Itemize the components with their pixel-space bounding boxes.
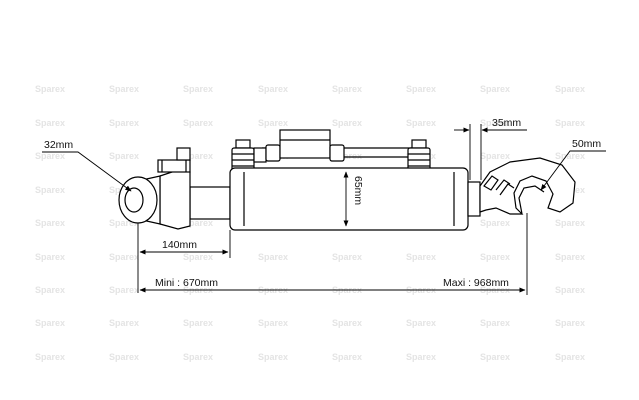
watermark-text: Sparex	[258, 118, 288, 128]
watermark-text: Sparex	[258, 352, 288, 362]
ball-bore-leader	[42, 151, 132, 192]
watermark-text: Sparex	[35, 185, 65, 195]
watermark-text: Sparex	[555, 285, 585, 295]
watermark-text: Sparex	[406, 318, 436, 328]
hook-opening-label: 50mm	[572, 138, 601, 150]
watermark-text: Sparex	[258, 318, 288, 328]
watermark-text: Sparex	[109, 285, 139, 295]
watermark-text: Sparex	[480, 118, 510, 128]
watermark-text: Sparex	[109, 151, 139, 161]
watermark-text: Sparex	[258, 252, 288, 262]
watermark-text: Sparex	[109, 218, 139, 228]
watermark-text: Sparex	[35, 352, 65, 362]
watermark-text: Sparex	[35, 218, 65, 228]
watermark-text: Sparex	[406, 352, 436, 362]
watermark-text: Sparex	[480, 252, 510, 262]
watermark-text: Sparex	[480, 218, 510, 228]
watermark-text: Sparex	[480, 352, 510, 362]
cylinder-drawing	[118, 129, 576, 231]
watermark-text: Sparex	[109, 252, 139, 262]
watermark-text: Sparex	[332, 84, 362, 94]
watermark-text: Sparex	[555, 252, 585, 262]
watermark-text: Sparex	[183, 218, 213, 228]
watermark-text: Sparex	[183, 318, 213, 328]
dimension-labels: 32mm 140mm 65mm 35mm 50mm Mini : 670mm M…	[44, 117, 601, 289]
watermark-text: Sparex	[35, 118, 65, 128]
watermark-text: Sparex	[555, 352, 585, 362]
watermark-text: Sparex	[109, 318, 139, 328]
watermark-text: Sparex	[35, 252, 65, 262]
watermark-text: Sparex	[183, 352, 213, 362]
watermark-text: Sparex	[109, 118, 139, 128]
watermark-text: Sparex	[406, 84, 436, 94]
hook-width-label: 35mm	[492, 117, 521, 129]
watermark-text: Sparex	[258, 84, 288, 94]
automatic-hook	[479, 157, 576, 215]
watermark-text: Sparex	[332, 352, 362, 362]
max-length-label: Maxi : 968mm	[443, 277, 509, 289]
min-length-label: Mini : 670mm	[155, 277, 218, 289]
watermark-text: Sparex	[406, 118, 436, 128]
watermark-text: Sparex	[555, 218, 585, 228]
watermark-text: Sparex	[35, 318, 65, 328]
watermark-text: Sparex	[332, 118, 362, 128]
watermark-text: Sparex	[332, 252, 362, 262]
watermark-text: Sparex	[406, 252, 436, 262]
watermark-text: Sparex	[183, 151, 213, 161]
watermark-text: Sparex	[332, 318, 362, 328]
watermark-text: Sparex	[35, 151, 65, 161]
rod-length-label: 140mm	[162, 239, 197, 251]
watermark-text: Sparex	[183, 118, 213, 128]
watermark-text: Sparex	[480, 318, 510, 328]
watermark-text: Sparex	[109, 352, 139, 362]
watermark-text: Sparex	[35, 84, 65, 94]
watermark-text: Sparex	[555, 151, 585, 161]
watermark-text: Sparex	[480, 151, 510, 161]
dimension-lines	[42, 124, 606, 295]
piston-rod	[189, 186, 231, 220]
watermark-text: Sparex	[332, 151, 362, 161]
watermark-text: Sparex	[480, 84, 510, 94]
hook-opening-leader	[540, 150, 606, 191]
watermark-text: Sparex	[555, 118, 585, 128]
cylinder-bore-label: 65mm	[352, 176, 364, 205]
ball-bore-label: 32mm	[44, 139, 73, 151]
cylinder-barrel	[229, 167, 469, 231]
watermark-text: Sparex	[109, 84, 139, 94]
end-collar	[467, 181, 481, 217]
watermark-text: Sparex	[183, 84, 213, 94]
watermark-text: Sparex	[555, 318, 585, 328]
watermark-text: Sparex	[183, 252, 213, 262]
watermark-text: Sparex	[35, 285, 65, 295]
watermark-text: Sparex	[555, 84, 585, 94]
